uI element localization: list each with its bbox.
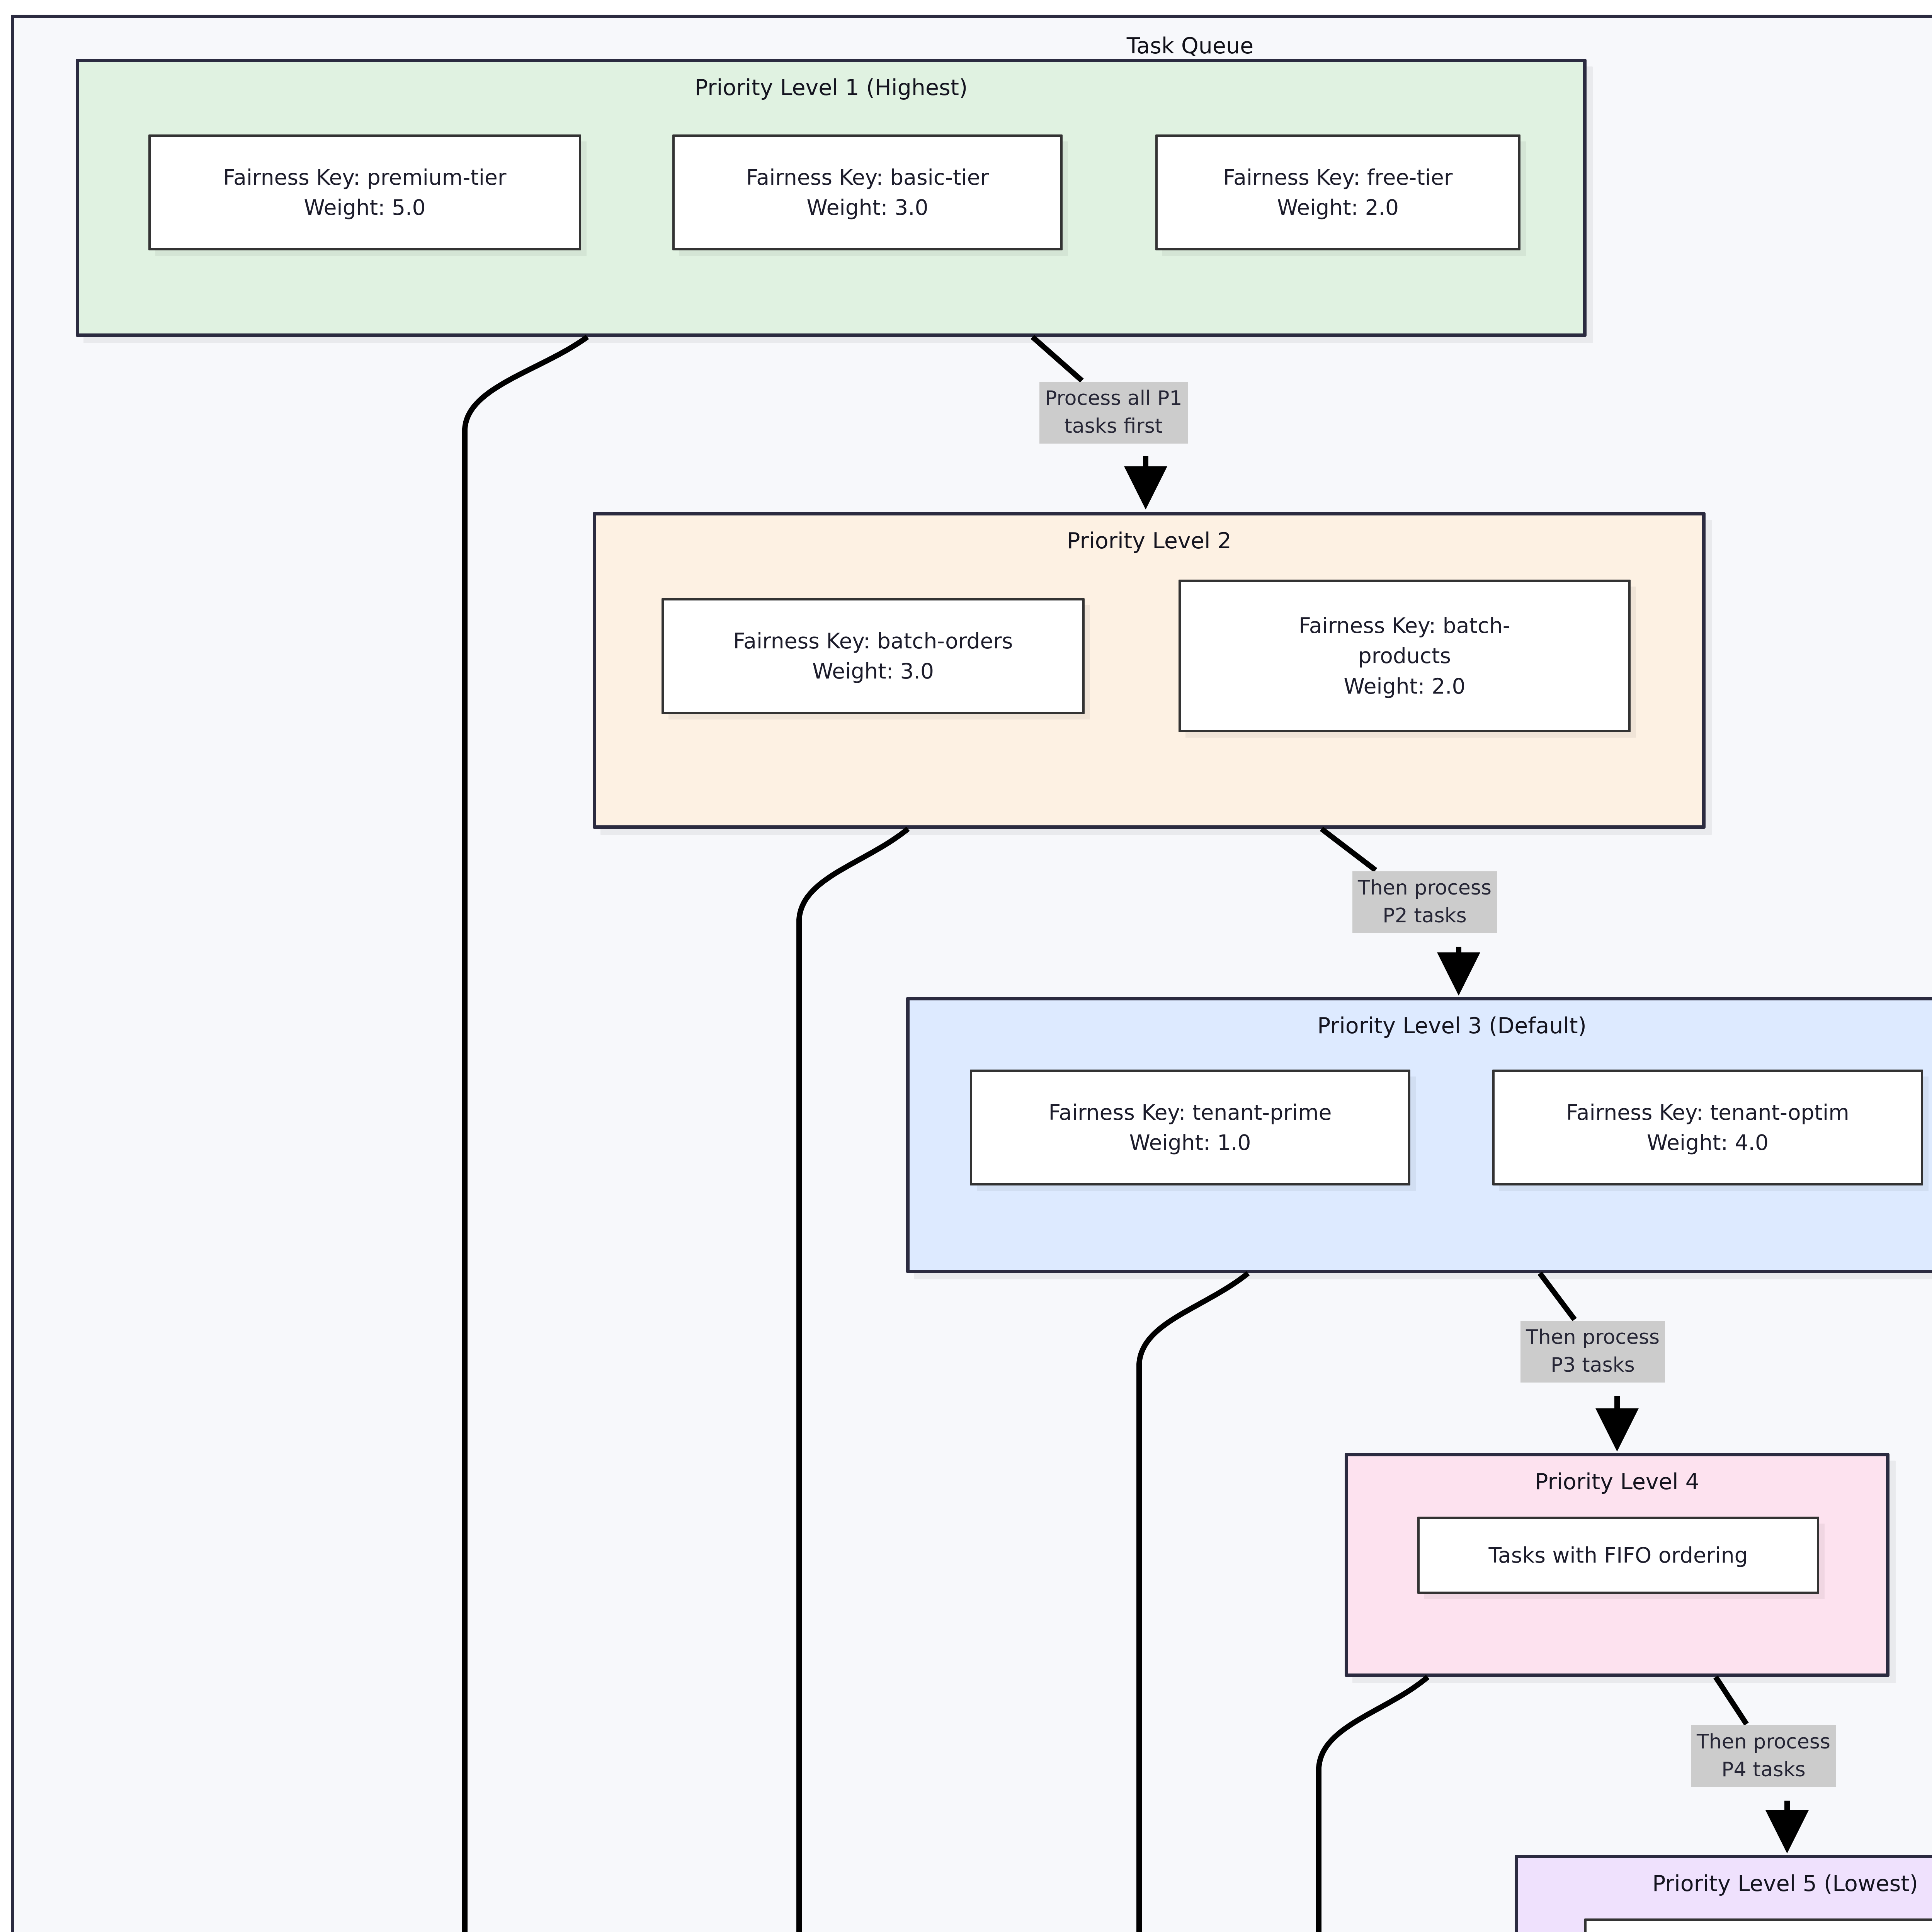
- node-key-text: Fairness Key: tenant-optim: [1566, 1100, 1849, 1125]
- cluster-priority-level-2-label: Priority Level 2: [1067, 528, 1231, 554]
- cluster-task-queue-label: Task Queue: [1126, 33, 1254, 59]
- node-weight-text: Weight: 4.0: [1646, 1130, 1769, 1155]
- edge-label-p3-to-p4: Then process P3 tasks: [1520, 1321, 1665, 1383]
- node-key-text: Fairness Key: batch-orders: [733, 628, 1013, 653]
- node-tasks-fifo-ordering-p5[interactable]: Tasks with FIFO ordering: [1584, 1918, 1932, 1932]
- node-fairness-key-basic-tier[interactable]: Fairness Key: basic-tier Weight: 3.0: [672, 134, 1063, 250]
- node-fairness-key-tenant-optim[interactable]: Fairness Key: tenant-optim Weight: 4.0: [1492, 1070, 1923, 1185]
- node-weight-text: Weight: 2.0: [1344, 673, 1466, 699]
- node-fairness-key-premium-tier[interactable]: Fairness Key: premium-tier Weight: 5.0: [148, 134, 581, 250]
- node-fairness-key-free-tier[interactable]: Fairness Key: free-tier Weight: 2.0: [1155, 134, 1520, 250]
- node-fairness-key-tenant-prime[interactable]: Fairness Key: tenant-prime Weight: 1.0: [970, 1070, 1410, 1185]
- edge-label-line2: P4 tasks: [1721, 1758, 1806, 1781]
- node-weight-text: Weight: 5.0: [304, 195, 426, 220]
- node-key-text-cont: products: [1358, 643, 1451, 668]
- cluster-priority-level-3-label: Priority Level 3 (Default): [1317, 1013, 1587, 1039]
- edge-label-line1: Then process: [1358, 876, 1492, 900]
- edge-label-p1-to-p2: Process all P1 tasks first: [1039, 382, 1188, 444]
- node-weight-text: Weight: 3.0: [806, 195, 929, 220]
- node-label-text: Tasks with FIFO ordering: [1488, 1543, 1748, 1568]
- node-weight-text: Weight: 2.0: [1277, 195, 1399, 220]
- edge-label-p4-to-p5: Then process P4 tasks: [1691, 1725, 1836, 1787]
- edge-label-line2: P2 tasks: [1383, 904, 1467, 927]
- node-tasks-fifo-ordering-p4[interactable]: Tasks with FIFO ordering: [1417, 1517, 1819, 1594]
- node-key-text: Fairness Key: premium-tier: [223, 165, 507, 190]
- node-key-text: Fairness Key: tenant-prime: [1048, 1100, 1332, 1125]
- edge-label-line1: Then process: [1697, 1730, 1831, 1753]
- edge-label-line2: tasks first: [1064, 414, 1163, 438]
- node-fairness-key-batch-orders[interactable]: Fairness Key: batch-orders Weight: 3.0: [662, 598, 1085, 714]
- node-key-text: Fairness Key: free-tier: [1223, 165, 1453, 190]
- node-key-text: Fairness Key: batch-: [1299, 613, 1510, 638]
- edge-label-line2: P3 tasks: [1551, 1353, 1635, 1377]
- cluster-priority-level-1-label: Priority Level 1 (Highest): [694, 75, 968, 100]
- node-fairness-key-batch-products[interactable]: Fairness Key: batch- products Weight: 2.…: [1179, 580, 1631, 732]
- cluster-priority-level-4-label: Priority Level 4: [1535, 1469, 1699, 1495]
- node-weight-text: Weight: 1.0: [1129, 1130, 1251, 1155]
- node-key-text: Fairness Key: basic-tier: [746, 165, 989, 190]
- edge-label-line1: Then process: [1526, 1326, 1660, 1349]
- edge-label-line1: Process all P1: [1045, 387, 1182, 410]
- node-weight-text: Weight: 3.0: [812, 659, 934, 684]
- edge-label-p2-to-p3: Then process P2 tasks: [1352, 871, 1497, 933]
- cluster-priority-level-5-label: Priority Level 5 (Lowest): [1652, 1871, 1918, 1896]
